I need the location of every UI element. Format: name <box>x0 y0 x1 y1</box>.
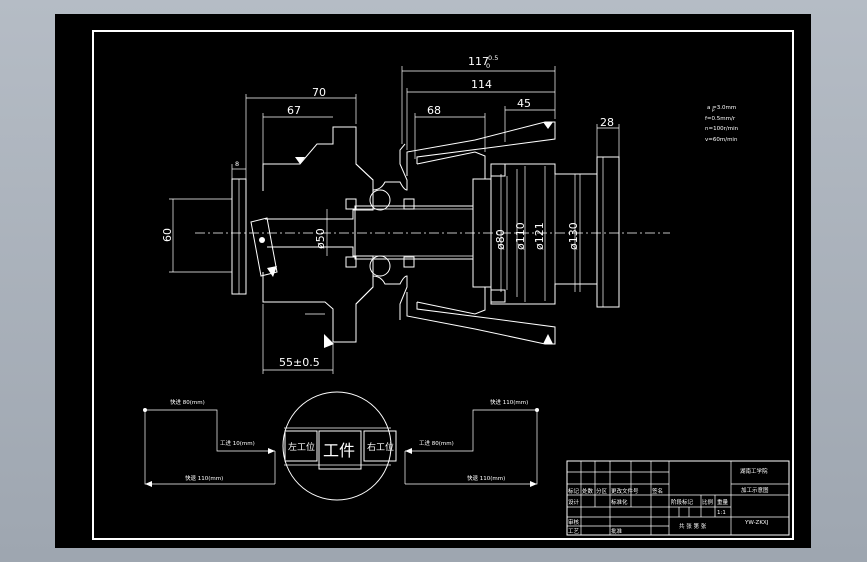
tb-stage-mark: 阶段标记 <box>671 498 694 506</box>
inner-border <box>92 30 794 540</box>
workpiece-label: 工件 <box>323 441 355 460</box>
dim-68: 68 <box>427 104 441 117</box>
dim-28: 28 <box>600 116 614 129</box>
param-feed: f=0.5mm/r <box>705 116 736 122</box>
right-station-label: 右工位 <box>367 441 394 453</box>
center-hub <box>355 127 408 342</box>
dim-114: 114 <box>471 78 492 91</box>
left-work-in: 工进 10(mm) <box>220 439 255 447</box>
param-speed: n=100r/min <box>705 126 739 132</box>
right-flange-plate <box>596 156 620 308</box>
tb-cell-1: 处数 <box>582 487 594 495</box>
right-work-in: 工进 80(mm) <box>419 439 454 447</box>
tb-code: YW-ZKXJ <box>744 520 769 526</box>
right-fast-out: 快退 110(mm) <box>467 474 505 482</box>
left-station-box <box>284 430 318 462</box>
dim-dia110: ø110 <box>514 222 527 250</box>
dim-dia121: ø121 <box>533 222 546 250</box>
tb-design: 设计 <box>568 498 580 506</box>
station-circle <box>282 391 392 501</box>
dim-70: 70 <box>312 86 326 99</box>
drawing-sheet: 117 0.5 0 114 70 67 68 45 28 8 60 55±0.5… <box>55 14 811 548</box>
dim-117: 117 <box>468 55 489 68</box>
tb-standardize: 标准化 <box>611 498 628 506</box>
tb-cell-3: 更改文件号 <box>611 487 639 495</box>
dim-117-tol-upper: 0.5 <box>488 54 498 62</box>
dim-dia130: ø130 <box>567 222 580 250</box>
left-fast-in: 快进 80(mm) <box>170 398 205 406</box>
tb-process: 工艺 <box>568 528 580 535</box>
right-fast-in: 快进 110(mm) <box>490 398 528 406</box>
tb-cell-0: 标记 <box>568 487 580 495</box>
workpiece-box <box>318 430 362 470</box>
tb-cell-2: 分区 <box>596 487 608 495</box>
dim-67: 67 <box>287 104 301 117</box>
left-station-label: 左工位 <box>288 441 315 453</box>
tb-title: 加工示意图 <box>741 486 769 494</box>
engineering-drawing: 117 0.5 0 114 70 67 68 45 28 8 60 55±0.5… <box>92 30 794 540</box>
tb-weight: 重量 <box>717 498 729 506</box>
right-station-box <box>363 430 397 462</box>
hub-hole-top <box>369 189 391 211</box>
tb-ratio-label: 比例 <box>702 498 714 506</box>
shaft-section <box>354 205 474 260</box>
svg-text:p: p <box>712 107 715 112</box>
tb-review: 审核 <box>568 518 580 526</box>
dim-45: 45 <box>517 97 531 110</box>
tb-sheet: 共 张 第 张 <box>679 522 707 530</box>
left-fast-out: 快退 110(mm) <box>185 474 223 482</box>
dim-dia80: ø80 <box>494 229 507 250</box>
dim-117-tol-lower: 0 <box>486 62 490 70</box>
left-motion-path <box>144 409 276 485</box>
right-housing-outline <box>406 121 556 345</box>
left-tool-holder <box>250 217 278 277</box>
dim-60: 60 <box>161 228 174 242</box>
tb-approve: 批准 <box>611 527 623 535</box>
tb-school: 湖南工学院 <box>740 467 768 475</box>
dim-8: 8 <box>235 160 239 168</box>
param-velocity: v=60m/min <box>705 137 738 143</box>
param-ap: a =3.0mm <box>707 105 736 111</box>
tb-cell-4: 签名 <box>652 487 663 495</box>
dim-55: 55±0.5 <box>279 356 320 369</box>
tb-scale: 1:1 <box>717 510 726 516</box>
dim-dia50: ø50 <box>314 228 327 249</box>
right-motion-path <box>404 409 538 485</box>
title-block <box>566 460 790 536</box>
